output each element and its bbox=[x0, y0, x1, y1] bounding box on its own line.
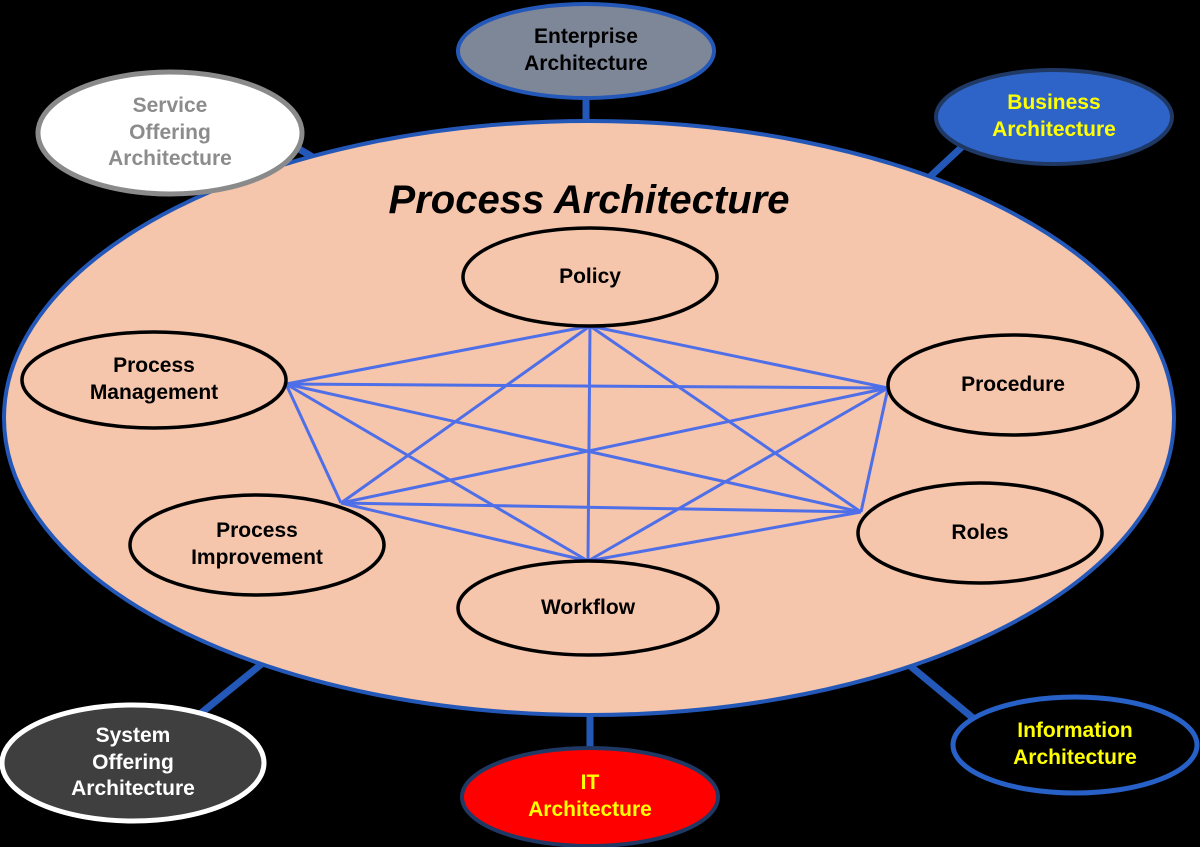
web-procedure-roles bbox=[859, 387, 890, 513]
web-management-improvement bbox=[284, 383, 343, 504]
service-offering-architecture-ellipse bbox=[35, 69, 305, 197]
process-improvement-ellipse bbox=[128, 493, 386, 597]
inner-web-lines bbox=[284, 324, 890, 563]
workflow-ellipse bbox=[456, 559, 720, 657]
web-management-workflow bbox=[285, 382, 589, 563]
information-architecture-ellipse bbox=[950, 694, 1200, 796]
web-management-roles bbox=[285, 382, 862, 514]
web-improvement-workflow bbox=[340, 501, 589, 563]
policy-ellipse bbox=[461, 226, 719, 328]
web-procedure-improvement bbox=[340, 386, 889, 505]
system-offering-architecture-ellipse bbox=[0, 702, 267, 824]
web-roles-workflow bbox=[587, 510, 862, 563]
business-architecture-ellipse bbox=[934, 68, 1174, 166]
inner-node-ellipses bbox=[20, 226, 1140, 657]
web-policy-management bbox=[285, 324, 591, 386]
it-architecture-ellipse bbox=[460, 746, 720, 847]
web-policy-procedure bbox=[589, 324, 889, 390]
web-management-procedure bbox=[285, 382, 889, 390]
web-policy-roles bbox=[589, 324, 862, 514]
procedure-ellipse bbox=[886, 333, 1140, 437]
web-procedure-workflow bbox=[587, 386, 889, 563]
web-policy-workflow bbox=[586, 325, 592, 562]
roles-ellipse bbox=[856, 481, 1104, 585]
web-policy-improvement bbox=[340, 324, 591, 505]
process-management-ellipse bbox=[20, 330, 288, 430]
diagram-title: Process Architecture bbox=[388, 177, 790, 222]
enterprise-architecture-ellipse bbox=[456, 2, 716, 100]
web-improvement-roles bbox=[340, 501, 862, 514]
